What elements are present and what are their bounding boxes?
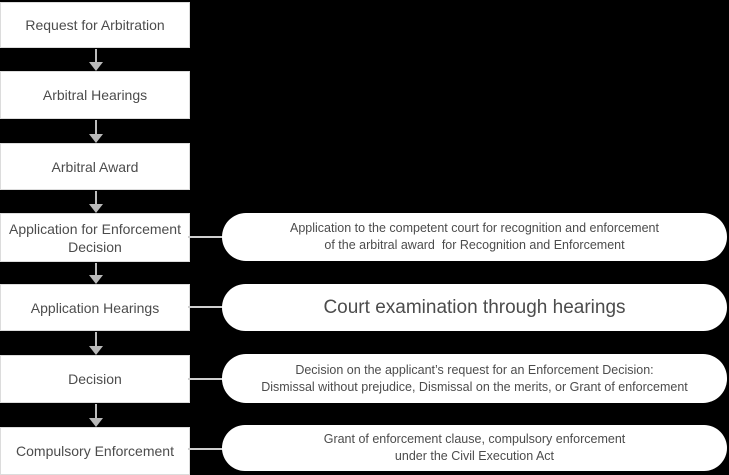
arrow-down-icon (89, 191, 103, 213)
connector-line (188, 236, 234, 238)
arrow-down-icon (89, 263, 103, 284)
note-pill-application-hearings: Court examination through hearings (222, 284, 727, 331)
step-box-application-hearings: Application Hearings (0, 284, 190, 331)
step-box-application-for-enforcement-decision: Application for Enforcement Decision (0, 213, 190, 262)
connector-line (188, 448, 234, 450)
connector-line (188, 306, 234, 308)
note-text: Application to the competent court for r… (290, 221, 659, 252)
step-label: Application for Enforcement Decision (9, 220, 181, 255)
step-label: Decision (68, 371, 122, 387)
note-pill-application-for-enforcement-decision: Application to the competent court for r… (222, 213, 727, 261)
connector-line (188, 378, 234, 380)
note-pill-compulsory-enforcement: Grant of enforcement clause, compulsory … (222, 425, 727, 471)
step-label: Request for Arbitration (25, 17, 165, 33)
arrow-down-icon (89, 332, 103, 355)
step-box-request-for-arbitration: Request for Arbitration (0, 2, 190, 48)
step-label: Compulsory Enforcement (16, 443, 174, 459)
step-label: Arbitral Hearings (42, 87, 148, 103)
step-label: Application Hearings (30, 299, 160, 316)
arrow-down-icon (89, 49, 103, 71)
note-text: Grant of enforcement clause, compulsory … (323, 432, 626, 463)
arrow-down-icon (89, 120, 103, 143)
arrow-down-icon (89, 404, 103, 427)
note-text: Decision on the applicant’s request for … (261, 362, 688, 394)
note-pill-decision: Decision on the applicant’s request for … (222, 354, 727, 403)
step-label: Arbitral Award (51, 158, 139, 175)
step-box-arbitral-award: Arbitral Award (0, 143, 190, 190)
step-box-arbitral-hearings: Arbitral Hearings (0, 71, 190, 119)
step-box-decision: Decision (0, 355, 190, 403)
note-text: Court examination through hearings (323, 296, 626, 318)
step-box-compulsory-enforcement: Compulsory Enforcement (0, 427, 190, 475)
